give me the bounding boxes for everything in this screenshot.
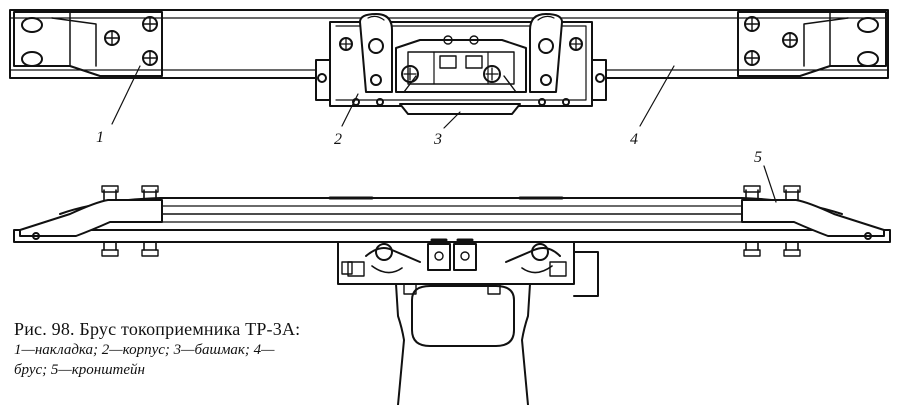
callout-labels: 1 2 3 4 5 bbox=[96, 129, 762, 166]
right-overlay-plate bbox=[737, 11, 887, 77]
figure-caption: Рис. 98. Брус токоприемника ТР-3А: 1—нак… bbox=[14, 318, 394, 380]
central-housing bbox=[315, 13, 607, 107]
callout-4: 4 bbox=[630, 131, 638, 148]
left-overlay-plate bbox=[13, 11, 163, 77]
contact-shoe bbox=[399, 75, 521, 115]
shoe-side-view bbox=[395, 283, 531, 406]
caption-legend-line-2: брус; 5—кронштейн bbox=[14, 362, 145, 378]
callout-leaders bbox=[111, 65, 777, 203]
callout-5: 5 bbox=[754, 149, 762, 166]
callout-3: 3 bbox=[433, 131, 442, 148]
side-view bbox=[13, 185, 891, 406]
caption-legend-line-1: 1—накладка; 2—корпус; 3—башмак; 4— bbox=[14, 342, 275, 358]
caption-title: Рис. 98. Брус токоприемника ТР-3А: bbox=[14, 319, 301, 339]
housing-side-view bbox=[337, 238, 599, 297]
left-bracket bbox=[19, 185, 163, 257]
callout-1: 1 bbox=[96, 129, 104, 146]
top-view bbox=[9, 9, 889, 115]
right-bracket bbox=[741, 185, 885, 257]
callout-2: 2 bbox=[334, 131, 342, 148]
